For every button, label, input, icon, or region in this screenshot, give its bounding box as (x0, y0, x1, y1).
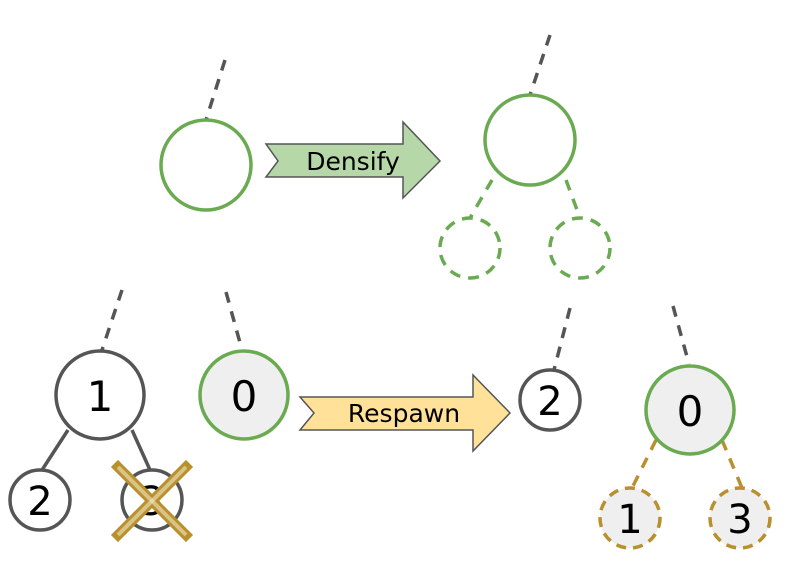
parent-edge (552, 307, 572, 371)
node-3 (708, 486, 772, 550)
dashed-green-child-node (438, 216, 502, 280)
node-0-label: 0 (677, 387, 704, 436)
node-2-label: 2 (537, 379, 562, 425)
green-node (483, 93, 577, 187)
node-1 (54, 349, 146, 441)
node-2 (8, 468, 72, 532)
dashed-green-child-node (548, 216, 612, 280)
parent-edge (671, 305, 691, 365)
parent-edge (204, 59, 227, 121)
node-1 (598, 486, 662, 550)
parent-edge (224, 291, 244, 351)
respawn-arrow (298, 373, 512, 453)
parent-edge (528, 34, 552, 96)
node-0-label: 0 (231, 372, 258, 421)
child-edge (564, 179, 582, 219)
node-2 (518, 368, 582, 432)
child-edge (130, 429, 152, 471)
node-3-label: 3 (727, 497, 752, 543)
node-1-label: 1 (617, 497, 642, 543)
densify-label: Densify (306, 147, 400, 176)
respawn-label: Respawn (348, 399, 460, 428)
green-node (159, 118, 253, 212)
child-edge (630, 439, 658, 489)
node-2-label: 2 (27, 479, 52, 525)
node-0 (644, 364, 736, 456)
cross-out-icon (110, 459, 194, 543)
node-0 (198, 349, 290, 441)
child-edge (468, 179, 494, 219)
densify-arrow (264, 120, 442, 200)
child-edge (40, 429, 70, 471)
child-edge (720, 439, 744, 489)
node-1-label: 1 (87, 372, 114, 421)
parent-edge (100, 289, 124, 351)
